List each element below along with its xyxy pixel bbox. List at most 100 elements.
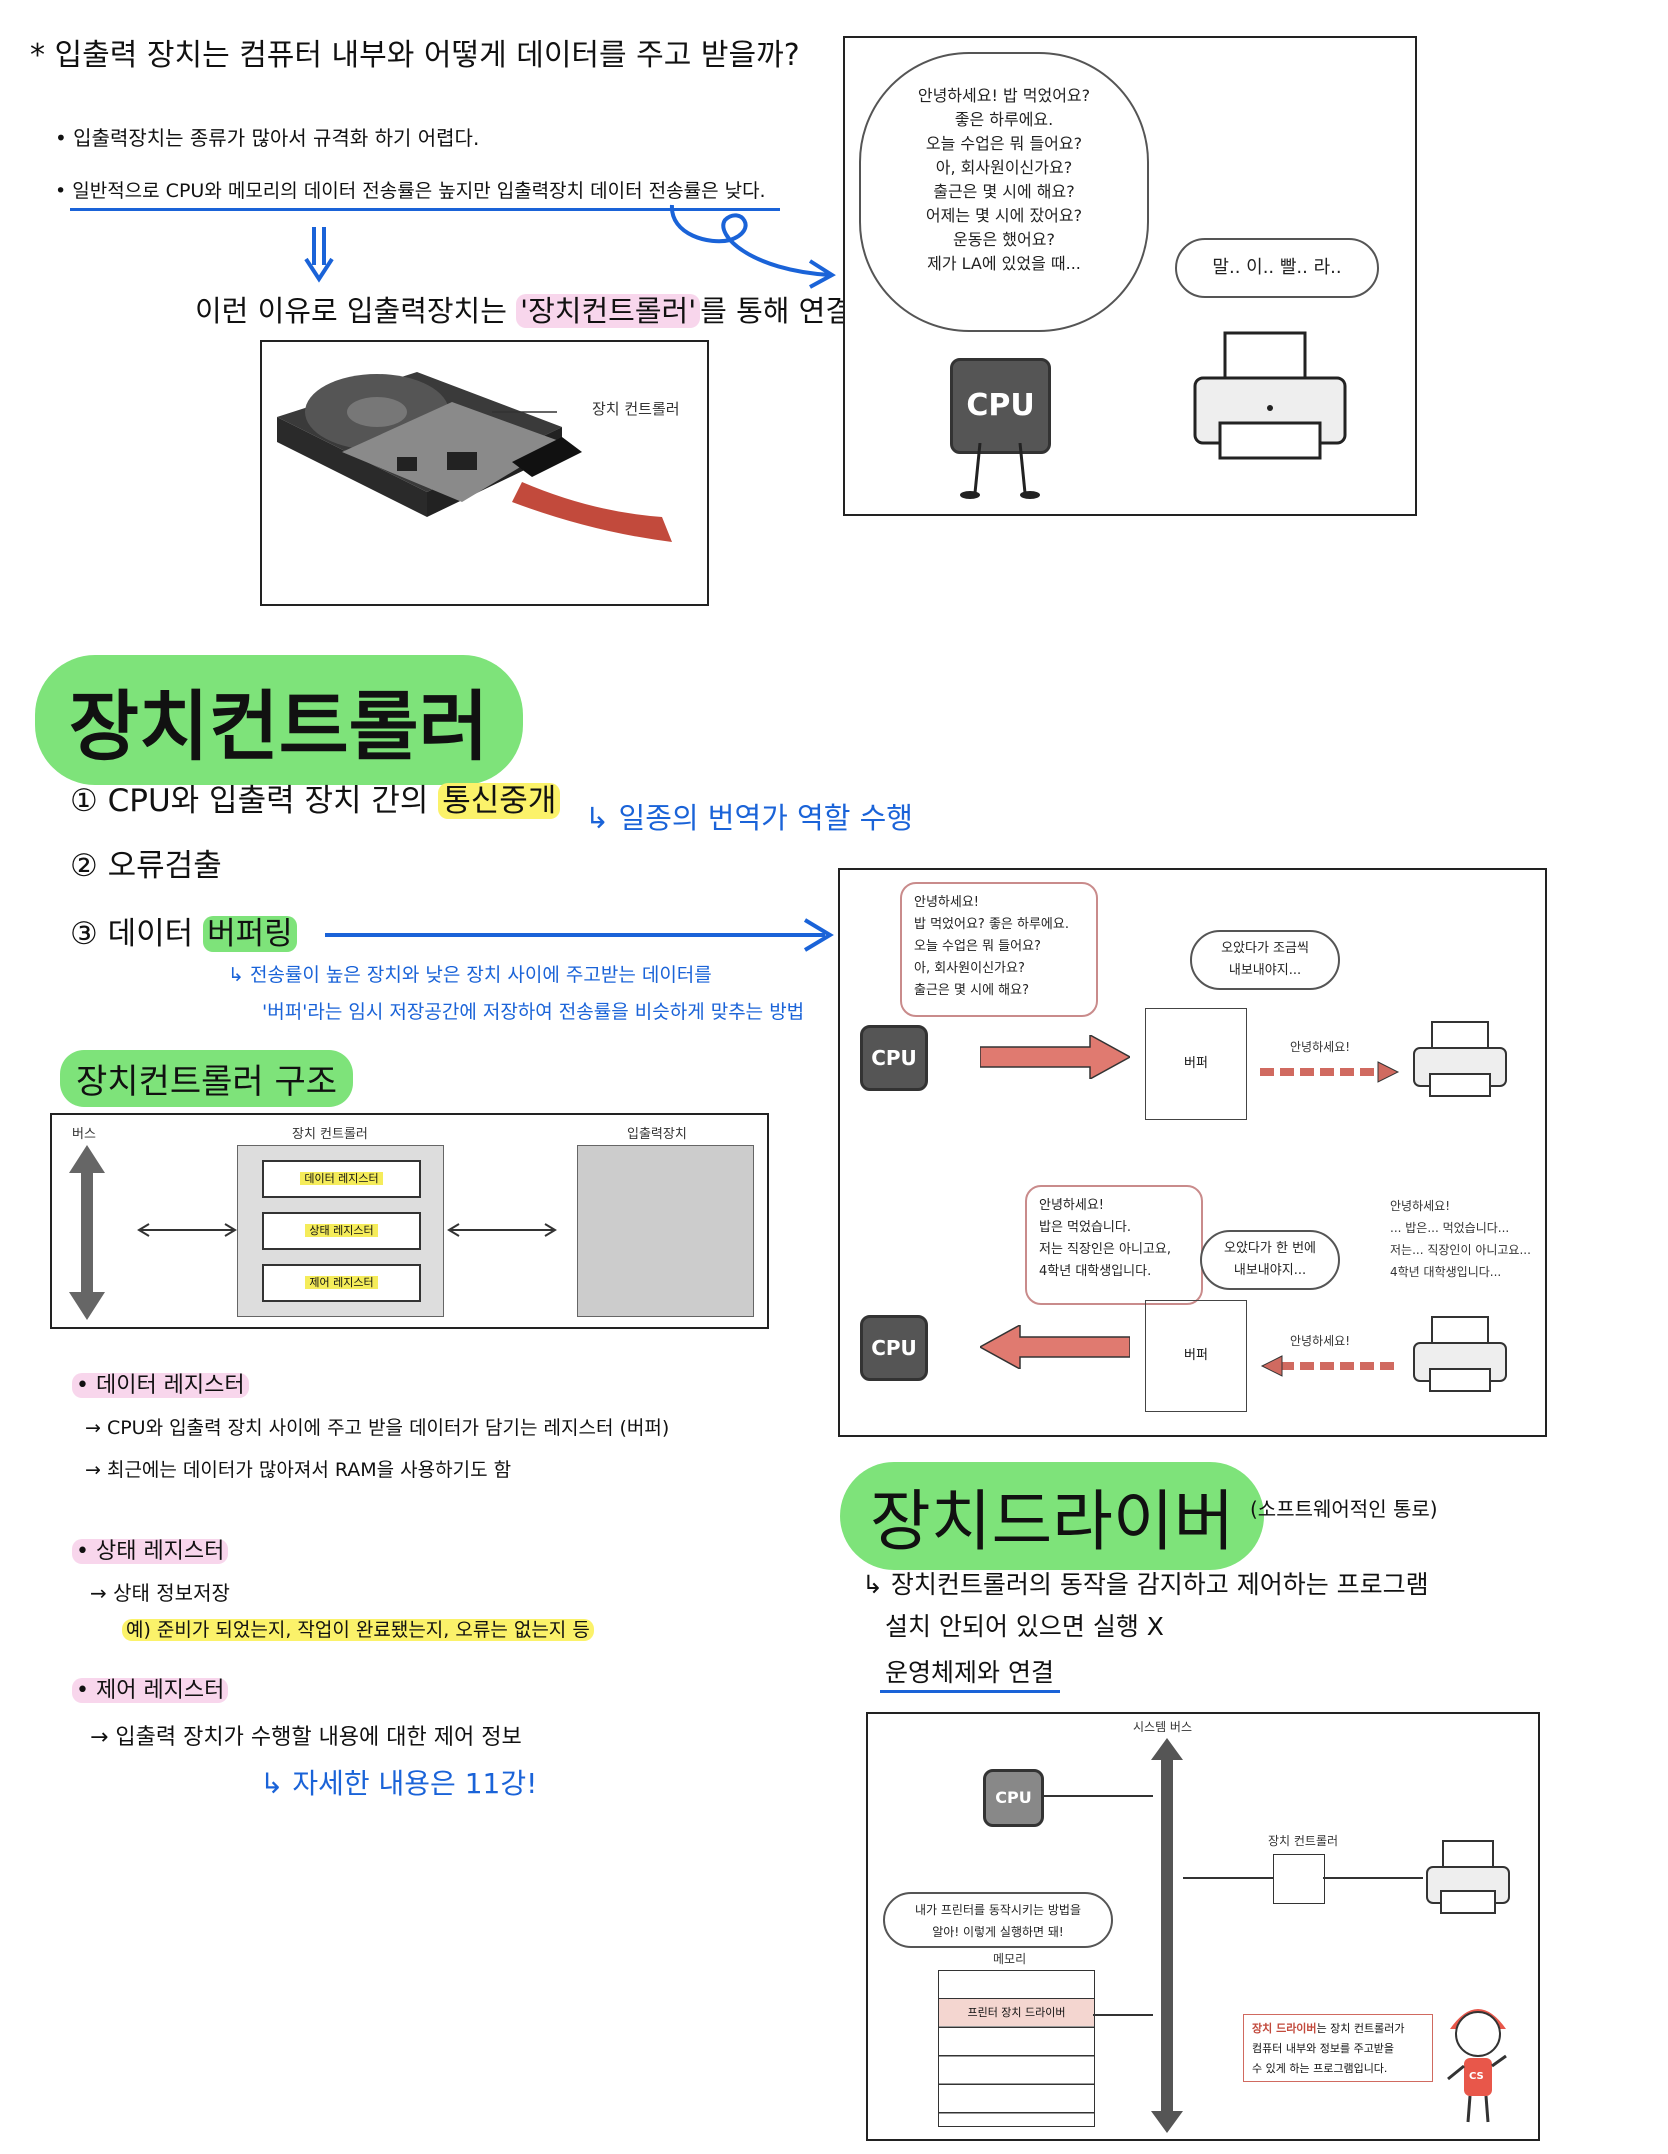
structure-title: 장치컨트롤러 구조: [60, 1050, 354, 1107]
top-dash-label: 안녕하세요!: [1290, 1040, 1351, 1054]
status-register-line-1: → 상태 정보저장: [90, 1581, 230, 1605]
control-register-line-1: → 입출력 장치가 수행할 내용에 대한 제어 정보: [90, 1725, 522, 1750]
left-connector-icon: [137, 1223, 237, 1237]
bus-arrow-icon: [69, 1145, 105, 1320]
buffer-arrow-icon: [325, 918, 834, 952]
buffer-note-2: '버퍼'라는 임시 저장공간에 저장하여 전송률을 비슷하게 맞추는 방법: [262, 1001, 805, 1023]
cpu-chip-icon: CPU: [950, 358, 1051, 454]
hdd-illustration: [277, 372, 672, 542]
cpu-line: 어제는 몇 시에 잤어요?: [925, 206, 1083, 225]
hdd-controller-label: 장치 컨트롤러: [592, 400, 680, 418]
bus-label: 버스: [72, 1127, 96, 1142]
bottom-buffer-box: 버퍼: [1145, 1300, 1247, 1412]
data-register: 데이터 레지스터: [262, 1160, 421, 1198]
top-cpu-bubble: 안녕하세요!밥 먹었어요? 좋은 하루에요.오늘 수업은 뭐 들어요?아, 회사…: [900, 882, 1098, 1017]
right-connector-icon: [447, 1223, 557, 1237]
printer-driver-entry: 프린터 장치 드라이버: [939, 1999, 1094, 2026]
control-register-note: ↳ 자세한 내용은 11강!: [260, 1767, 538, 1800]
item-1-highlight: 통신중개: [438, 783, 561, 819]
item-1-note: ↳ 일종의 번역가 역할 수행: [585, 801, 913, 835]
printer-icon: [1193, 331, 1347, 460]
bottom-printer-text: 안녕하세요!... 밥은... 먹었습니다...저는... 직장인이 아니고요.…: [1390, 1199, 1531, 1279]
system-bus-label: 시스템 버스: [1133, 1720, 1193, 1734]
driver-cpu-chip-icon: CPU: [983, 1769, 1044, 1827]
buffer-note-1: ↳ 전송률이 높은 장치와 낮은 장치 사이에 주고받는 데이터를: [228, 964, 712, 986]
buffer-diagram: 안녕하세요!밥 먹었어요? 좋은 하루에요.오늘 수업은 뭐 들어요?아, 회사…: [838, 868, 1547, 1437]
item-1-prefix: ① CPU와 입출력 장치 간의: [70, 783, 429, 819]
section-title-driver: 장치드라이버: [840, 1462, 1265, 1570]
bullet-2: • 일반적으로 CPU와 메모리의 데이터 전송률은 높지만 입출력장치 데이터…: [55, 180, 766, 202]
driver-line-3: 운영체제와 연결: [885, 1658, 1054, 1687]
memory-bus-line: [1093, 2014, 1153, 2016]
controller-box: 데이터 레지스터 상태 레지스터 제어 레지스터: [237, 1145, 444, 1317]
bottom-left-arrow-icon: [980, 1325, 1130, 1369]
item-2: ② 오류검출: [70, 848, 222, 884]
memory-stack: 프린터 장치 드라이버: [938, 1970, 1095, 2127]
controller-structure-diagram: 버스 장치 컨트롤러 입출력장치 데이터 레지스터 상태 레지스터 제어 레지스…: [50, 1113, 769, 1329]
top-right-arrow-icon: [980, 1035, 1130, 1079]
top-printer-icon: [1413, 1021, 1507, 1097]
status-register-line-2: 예) 준비가 되었는지, 작업이 완료됐는지, 오류는 없는지 등: [122, 1615, 594, 1642]
driver-printer-icon: [1426, 1840, 1510, 1914]
driver-note: (소프트웨어적인 통로): [1250, 1497, 1438, 1521]
item-1: ① CPU와 입출력 장치 간의 통신중개: [70, 775, 561, 820]
bottom-cpu-chip-icon: CPU: [860, 1315, 928, 1381]
cpu-line: 아, 회사원이신가요?: [935, 158, 1073, 177]
data-register-line-1: → CPU와 입출력 장치 사이에 주고 받을 데이터가 담기는 레지스터 (버…: [85, 1417, 670, 1439]
cpu-line: 제가 LA에 있었을 때...: [927, 254, 1081, 273]
cpu-line: 오늘 수업은 뭐 들어요?: [925, 134, 1083, 153]
conclusion-highlight: '장치컨트롤러': [516, 294, 701, 328]
cpu-speech-bubble: 안녕하세요! 밥 먹었어요? 좋은 하루에요. 오늘 수업은 뭐 들어요? 아,…: [859, 52, 1149, 332]
hdd-image: 장치 컨트롤러: [260, 340, 709, 606]
top-buffer-box: 버퍼: [1145, 1008, 1247, 1120]
bottom-dash-label: 안녕하세요!: [1290, 1334, 1351, 1348]
conclusion-suffix: 를 통해 연결: [700, 294, 853, 328]
controller-label: 장치 컨트롤러: [292, 1127, 368, 1142]
section-title-controller: 장치컨트롤러: [35, 655, 523, 785]
page-title: * 입출력 장치는 컴퓨터 내부와 어떻게 데이터를 주고 받을까?: [30, 38, 800, 73]
driver-controller-box: [1273, 1854, 1325, 1904]
io-device-box: [577, 1145, 754, 1317]
top-cpu-chip-icon: CPU: [860, 1025, 928, 1091]
bottom-printer-icon: [1413, 1316, 1507, 1392]
cpu-line: 출근은 몇 시에 해요?: [933, 182, 1075, 201]
mascot-badge: CS: [1469, 2071, 1484, 2082]
driver-controller-label: 장치 컨트롤러: [1268, 1834, 1339, 1848]
bullet-1: • 입출력장치는 종류가 많아서 규격화 하기 어렵다.: [55, 126, 480, 150]
item-3: ③ 데이터 버퍼링: [70, 908, 297, 953]
curved-arrow-icon: [669, 204, 836, 289]
control-register-title: • 제어 레지스터: [72, 1672, 229, 1704]
io-device-label: 입출력장치: [627, 1127, 687, 1142]
cpu-line: 안녕하세요! 밥 먹었어요?: [917, 86, 1091, 105]
driver-line-3-underline: [880, 1690, 1060, 1693]
bottom-cpu-bubble: 안녕하세요!밥은 먹었습니다.저는 직장인은 아니고요,4학년 대학생입니다.: [1025, 1185, 1203, 1305]
controller-printer-line: [1323, 1877, 1423, 1879]
memory-label: 메모리: [993, 1952, 1027, 1966]
cpu-legs-icon: [960, 443, 1040, 499]
top-dashed-arrow-icon: [1260, 1061, 1400, 1083]
item-3-prefix: ③ 데이터: [70, 916, 194, 952]
driver-info-box: 장치 드라이버는 장치 컨트롤러가 컴퓨터 내부와 정보를 주고받을 수 있게 …: [1243, 2014, 1433, 2082]
bottom-dashed-arrow-icon: [1260, 1355, 1400, 1377]
data-register-line-2: → 최근에는 데이터가 많아져서 RAM을 사용하기도 함: [85, 1459, 512, 1481]
data-register-title: • 데이터 레지스터: [72, 1367, 249, 1399]
underline-bullet-2: [70, 208, 780, 211]
cpu-line: 운동은 했어요?: [953, 230, 1055, 249]
down-arrow-icon: [304, 227, 334, 283]
conclusion-line: 이런 이유로 입출력장치는 '장치컨트롤러'를 통해 연결: [195, 288, 852, 330]
status-register: 상태 레지스터: [262, 1212, 421, 1250]
comic-panel-1: 안녕하세요! 밥 먹었어요? 좋은 하루에요. 오늘 수업은 뭐 들어요? 아,…: [843, 36, 1417, 516]
printer-speech-bubble: 말.. 이.. 빨.. 라..: [1175, 238, 1379, 298]
system-bus-arrow-icon: [1151, 1738, 1183, 2133]
driver-line-1: ↳ 장치컨트롤러의 동작을 감지하고 제어하는 프로그램: [862, 1570, 1429, 1599]
conclusion-prefix: 이런 이유로 입출력장치는: [195, 294, 507, 328]
status-register-title: • 상태 레지스터: [72, 1533, 229, 1565]
driver-line-2: 설치 안되어 있으면 실행 X: [885, 1612, 1164, 1641]
cpu-bus-line: [1043, 1795, 1153, 1797]
control-register: 제어 레지스터: [262, 1264, 421, 1302]
cpu-line: 좋은 하루에요.: [954, 110, 1054, 129]
